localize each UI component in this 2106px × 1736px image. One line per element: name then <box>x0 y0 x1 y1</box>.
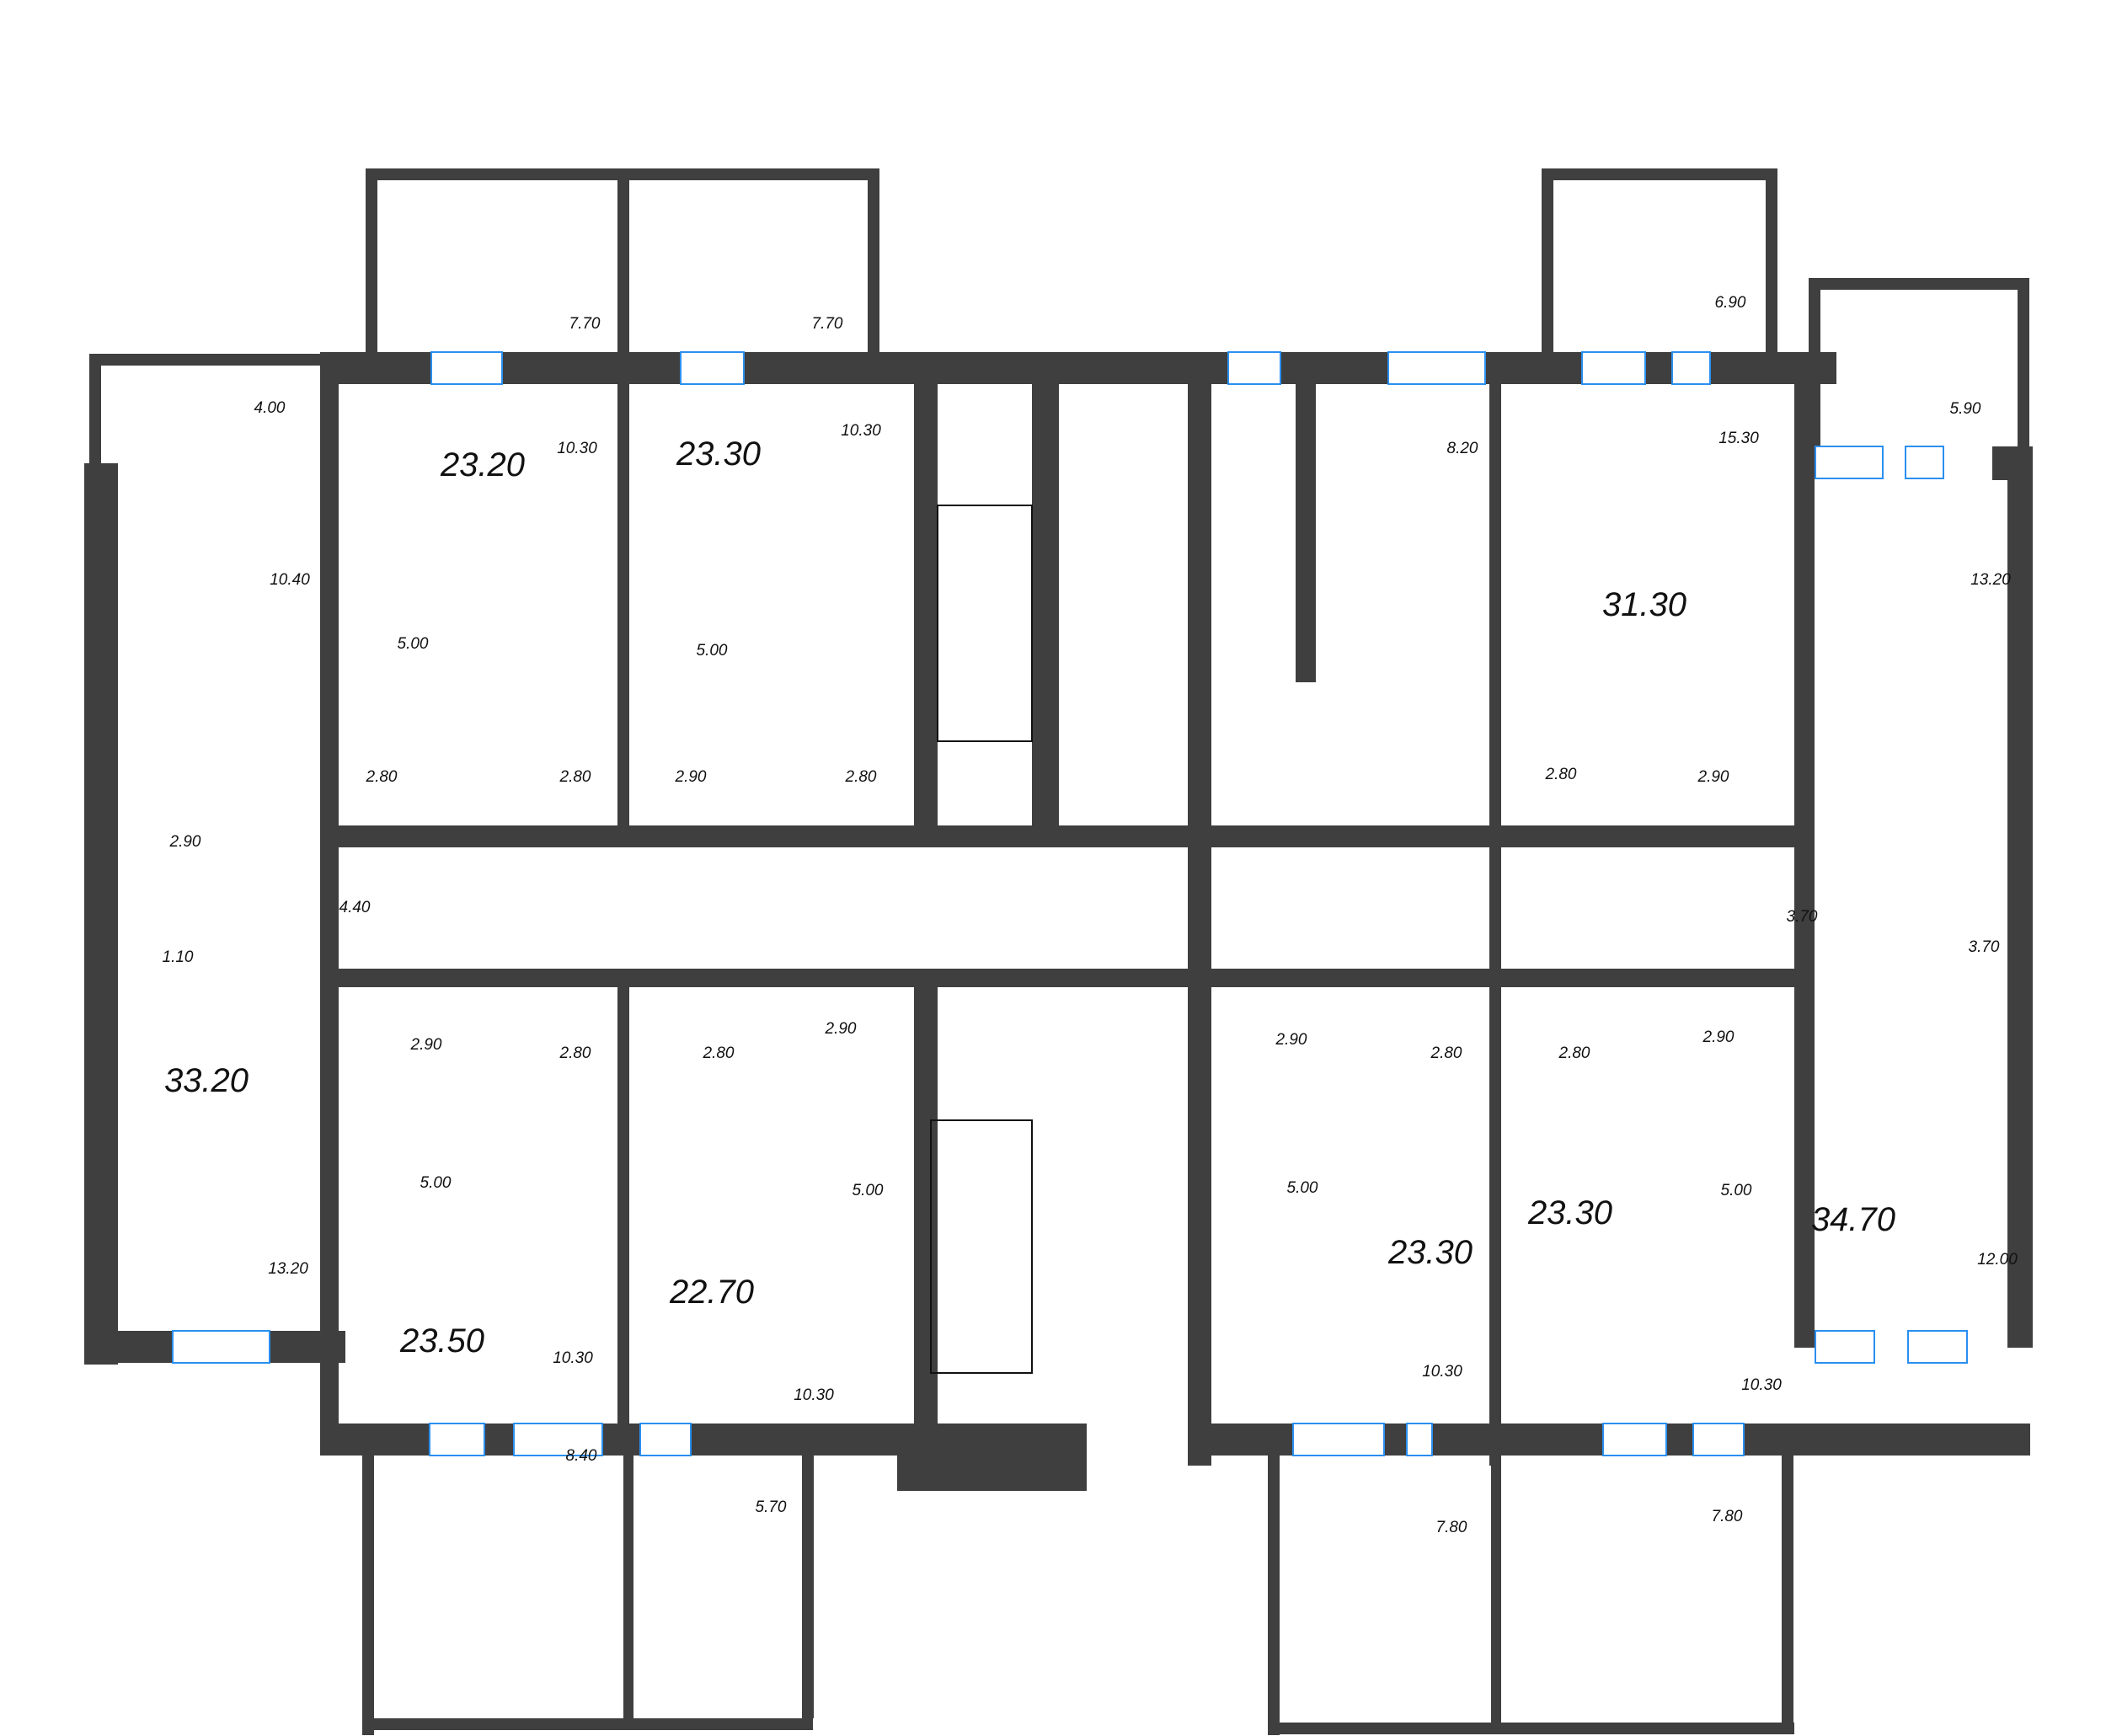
room-area-label: 12.00 <box>1977 1251 2018 1269</box>
room-area-label: 10.30 <box>557 440 597 457</box>
room-area-label: 5.00 <box>398 635 429 653</box>
room-area-label: 7.80 <box>1436 1519 1467 1536</box>
room-area-label: 23.30 <box>1527 1194 1612 1231</box>
room-area-label: 2.80 <box>1430 1044 1462 1062</box>
room-area-label: 2.80 <box>1558 1044 1590 1062</box>
room-area-label: 5.70 <box>756 1498 787 1516</box>
room-area-label: 33.20 <box>164 1062 249 1099</box>
room-area-label: 5.00 <box>697 642 728 660</box>
room-area-label: 6.90 <box>1715 294 1746 312</box>
room-area-label: 5.00 <box>420 1174 452 1192</box>
room-area-label: 2.90 <box>169 833 201 851</box>
room-area-label: 22.70 <box>669 1274 754 1311</box>
room-area-label: 5.00 <box>1721 1182 1752 1199</box>
room-area-label: 23.30 <box>1387 1234 1473 1271</box>
room-area-label: 23.20 <box>440 446 525 483</box>
room-area-label: 5.90 <box>1950 400 1981 418</box>
room-area-labels: 23.20 23.30 31.30 33.20 23.50 22.70 23.30 23.30… <box>163 294 2018 1536</box>
room-area-label: 2.80 <box>1545 766 1577 783</box>
room-area-label: 10.30 <box>553 1349 593 1367</box>
room-area-label: 10.40 <box>270 571 310 589</box>
room-area-label: 5.00 <box>853 1182 884 1199</box>
room-area-label: 3.70 <box>1787 908 1818 926</box>
room-area-label: 4.40 <box>339 899 371 916</box>
room-area-label: 5.00 <box>1287 1179 1318 1197</box>
room-area-label: 2.80 <box>703 1044 735 1062</box>
room-area-label: 10.30 <box>794 1386 834 1404</box>
room-area-label: 3.70 <box>1969 938 2000 956</box>
room-area-label: 13.20 <box>1970 571 2011 589</box>
room-area-label: 4.00 <box>254 399 286 417</box>
room-area-label: 1.10 <box>163 948 194 966</box>
room-area-label: 8.20 <box>1447 440 1478 457</box>
room-area-label: 8.40 <box>566 1447 597 1465</box>
walls <box>84 168 2033 1735</box>
room-area-label: 2.80 <box>559 1044 591 1062</box>
room-area-label: 2.90 <box>1702 1028 1735 1046</box>
room-area-label: 15.30 <box>1718 430 1759 447</box>
room-area-label: 7.80 <box>1712 1508 1743 1525</box>
room-area-label: 2.90 <box>825 1020 857 1038</box>
room-area-label: 2.80 <box>366 768 398 786</box>
room-area-label: 7.70 <box>812 315 843 333</box>
room-area-label: 34.70 <box>1811 1201 1895 1238</box>
room-area-label: 10.30 <box>1741 1376 1782 1394</box>
room-area-label: 2.90 <box>1697 768 1729 786</box>
room-area-label: 31.30 <box>1602 586 1686 623</box>
room-area-label: 10.30 <box>841 422 881 440</box>
room-area-label: 23.30 <box>676 435 761 473</box>
room-area-label: 7.70 <box>569 315 601 333</box>
room-area-label: 2.90 <box>1275 1031 1307 1049</box>
room-area-label: 13.20 <box>268 1260 308 1278</box>
room-area-label: 2.90 <box>675 768 707 786</box>
room-area-label: 2.90 <box>410 1036 442 1054</box>
staircases <box>930 505 1033 1374</box>
room-area-label: 23.50 <box>399 1322 484 1359</box>
room-area-label: 2.80 <box>845 768 877 786</box>
room-area-label: 10.30 <box>1422 1363 1462 1381</box>
windows <box>172 351 1968 1456</box>
room-area-label: 2.80 <box>559 768 591 786</box>
